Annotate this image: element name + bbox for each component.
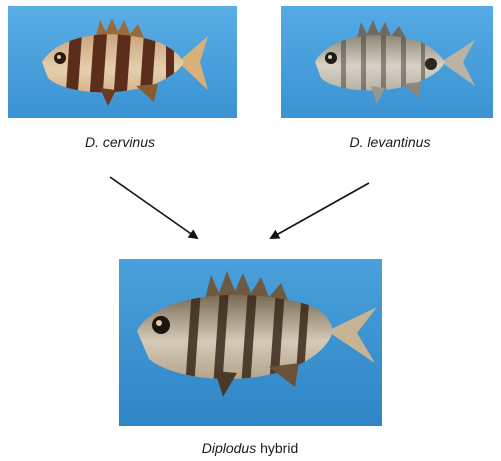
- arrow-from-levantinus: [271, 183, 369, 238]
- caption-parent-cervinus: D. cervinus: [60, 134, 180, 150]
- photo-diplodus-hybrid: [119, 259, 382, 426]
- photo-diplodus-cervinus: [8, 6, 237, 118]
- fish-cervinus-illustration: [8, 6, 237, 118]
- genus-name: Diplodus: [202, 440, 256, 456]
- arrow-from-cervinus: [110, 177, 197, 238]
- caption-parent-levantinus: D. levantinus: [325, 134, 455, 150]
- species-name-cervinus: D. cervinus: [85, 134, 155, 150]
- species-name-levantinus: D. levantinus: [350, 134, 431, 150]
- photo-diplodus-levantinus: [281, 6, 493, 118]
- hybrid-label: hybrid: [256, 440, 298, 456]
- fish-levantinus-illustration: [281, 6, 493, 118]
- fish-hybrid-illustration: [119, 259, 382, 426]
- caption-hybrid: Diplodus hybrid: [170, 440, 330, 456]
